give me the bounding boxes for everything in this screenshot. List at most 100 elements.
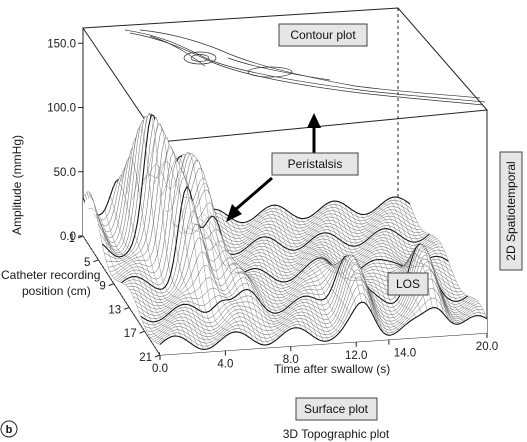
surface-line: [388, 198, 466, 321]
catheter-tick-label: 1: [69, 233, 75, 245]
surface-line: [110, 195, 188, 341]
surface-line: [93, 213, 172, 338]
surface-line: [191, 222, 270, 345]
surface-line: [197, 218, 275, 342]
catheter-tick: [93, 259, 99, 263]
surface-line: [164, 152, 242, 334]
surface-line: [333, 201, 411, 321]
surface-line: [409, 203, 488, 319]
surface-line: [153, 161, 231, 334]
surface-line: [251, 219, 330, 341]
surface-line: [115, 181, 193, 345]
surface-line: [284, 208, 362, 303]
amplitude-tick-label: 100.0: [47, 103, 76, 115]
surface-mesh: [82, 112, 488, 355]
surface-fill: [148, 254, 476, 338]
time-tick-label: 8.0: [283, 354, 299, 366]
time-tick-label: 4.0: [217, 359, 233, 371]
time-tick-label: 0.0: [152, 363, 168, 375]
surface-line: [382, 202, 460, 324]
surface-line: [88, 208, 166, 341]
time-tick-label: 20.0: [476, 341, 498, 353]
catheter-tick: [154, 354, 161, 358]
peristalsis-label: Peristalsis: [288, 157, 343, 171]
surface-line: [295, 216, 373, 315]
catheter-tick: [139, 330, 145, 334]
surface-fill: [144, 245, 472, 332]
time-tick-label: 12.0: [345, 350, 367, 362]
panel-label: b: [6, 424, 13, 436]
surface-line: [82, 191, 161, 345]
surface-fill: [146, 249, 474, 335]
catheter-tick-label: 17: [124, 328, 137, 340]
surface-line: [257, 214, 335, 338]
surface-line: [306, 217, 384, 333]
surface-plot-box: [295, 397, 378, 421]
surface-fill: [140, 244, 468, 326]
surface-line: [142, 147, 220, 341]
surface-line: [148, 164, 226, 337]
surface-line: [213, 209, 291, 330]
time-axis-label: Time after swallow (s): [274, 362, 390, 376]
surface-line: [137, 124, 215, 346]
spatiotemporal-box: [499, 151, 523, 271]
surface-line: [404, 200, 482, 317]
surface-line: [202, 213, 280, 337]
surface-plot-label: Surface plot: [304, 402, 369, 416]
catheter-tick-label: 21: [139, 352, 152, 364]
surface-line: [300, 218, 379, 326]
surface-line: [268, 206, 346, 325]
surface-line: [240, 222, 319, 340]
surface-line: [224, 213, 302, 329]
surface-line: [235, 220, 313, 336]
contour-plot-label: Contour plot: [290, 28, 356, 42]
time-tick-label: 14.0: [394, 348, 416, 360]
catheter-tick-label: 13: [108, 304, 121, 316]
surface-line: [99, 214, 177, 337]
surface-line: [289, 212, 368, 306]
surface-line: [360, 214, 439, 309]
amplitude-tick-label: 150.0: [47, 38, 76, 50]
peristalsis-arrow-diag-head: [226, 204, 242, 222]
time-axis: 0.0 4.0 8.0 12.0 14.0 20.0: [152, 333, 498, 375]
peristalsis-box: [271, 152, 359, 176]
catheter-tick: [108, 283, 114, 287]
catheter-axis-label-line2: position (cm): [22, 284, 91, 298]
contour-plot-box: [278, 23, 368, 47]
amplitude-axis-label: Amplitude (mmHg): [10, 135, 24, 235]
surface-line: [159, 157, 237, 332]
surface-line: [311, 215, 390, 336]
los-box: [387, 272, 429, 296]
surface-line: [219, 210, 297, 328]
catheter-tick: [77, 235, 84, 239]
amplitude-tick-label: 50.0: [54, 167, 76, 179]
surface-line: [273, 205, 351, 316]
surface-line: [131, 112, 210, 349]
surface-line: [322, 206, 400, 330]
contour-lines: [124, 29, 486, 106]
surface-line: [262, 210, 340, 333]
los-label: LOS: [396, 277, 420, 291]
panel-marker: [0, 420, 18, 438]
surface-line: [126, 125, 204, 350]
surface-line: [328, 202, 406, 326]
surface-line: [121, 156, 199, 349]
surface-line: [377, 207, 455, 324]
surface-line: [208, 210, 286, 333]
catheter-axis-label-line1: Catheter recording: [1, 268, 100, 282]
catheter-tick-label: 9: [99, 281, 105, 293]
surface-line: [246, 221, 324, 342]
surface-line: [355, 212, 433, 308]
peristalsis-arrow-up-head: [307, 113, 321, 128]
surface-line: [170, 159, 248, 337]
surface-line: [338, 201, 417, 318]
catheter-tick-label: 5: [84, 257, 90, 269]
surface-line: [371, 211, 450, 321]
surface-line: [229, 217, 308, 333]
surface-line: [180, 215, 259, 344]
surface-line: [317, 211, 395, 334]
topographic-plot-label: 3D Topographic plot: [283, 427, 390, 441]
surface-line: [393, 197, 471, 318]
